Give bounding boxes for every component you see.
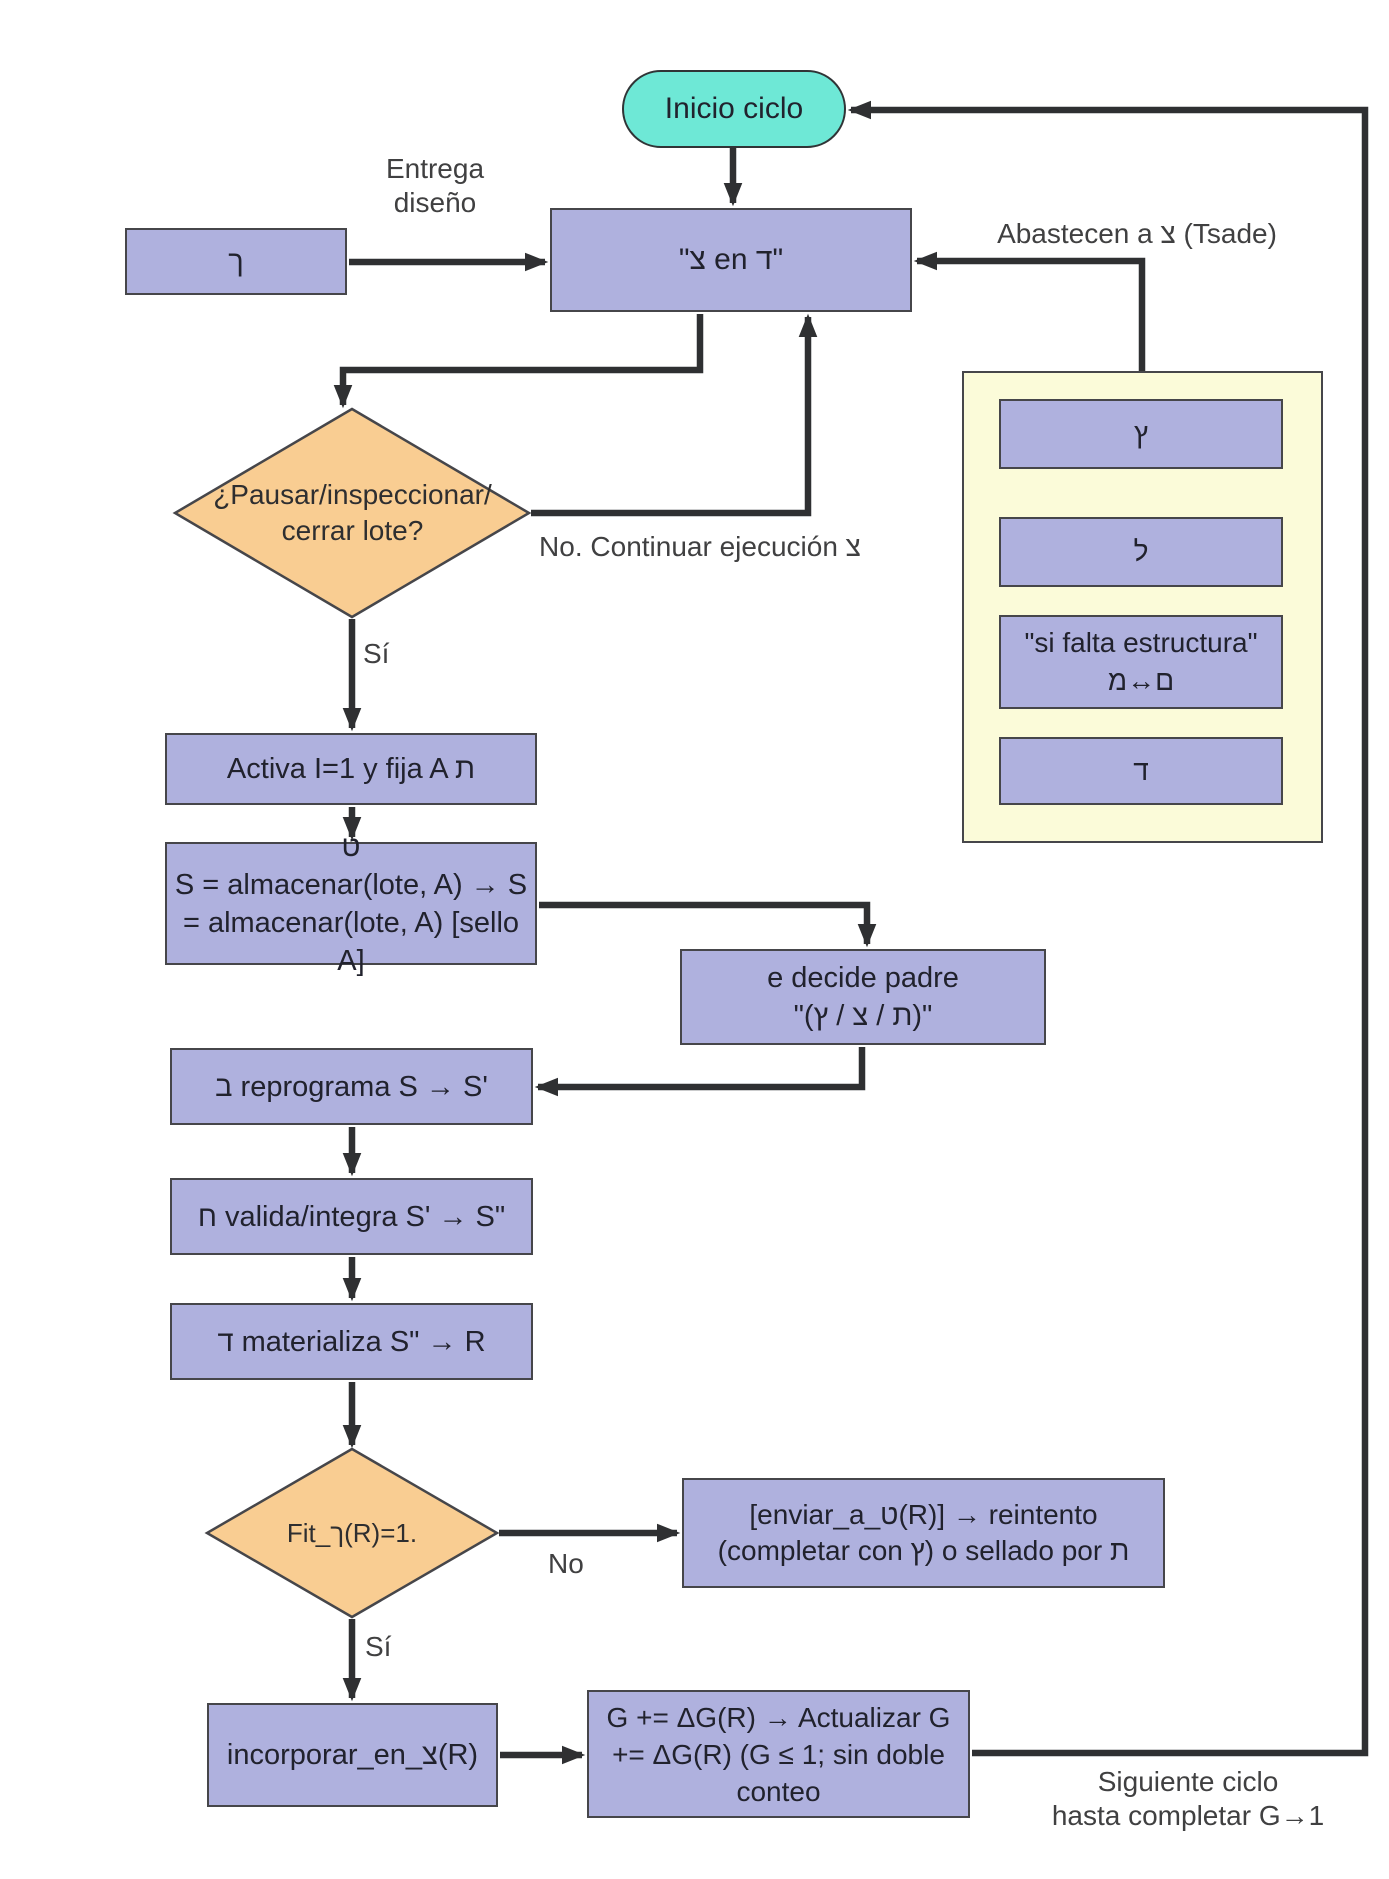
- node-incorporar: incorporar_en_צ(R): [207, 1703, 498, 1807]
- edge-decide-to-reprograma: [534, 1047, 866, 1097]
- node-actualizar-g: G += ΔG(R) → Actualizar G += ΔG(R) (G ≤ …: [587, 1690, 970, 1818]
- label-si-decision1: Sí: [363, 638, 390, 669]
- decision2-diamond: [204, 1447, 500, 1619]
- label-abastecen: Abastecen a צ (Tsade): [997, 218, 1277, 249]
- node-proceso-tsade-en-dalet: "צ en ד": [550, 208, 912, 312]
- edge-proceso-to-decision1: [333, 314, 704, 409]
- node-activa: Activa I=1 y fija A ת: [165, 733, 537, 805]
- node-valida-integra: ח valida/integra S' → S": [170, 1178, 533, 1255]
- decision1-label: ¿Pausar/inspeccionar/ cerrar lote?: [213, 479, 492, 546]
- edge-tet-to-decide: [539, 901, 877, 948]
- edge-abastecen-to-proceso: [913, 251, 1146, 373]
- node-decide-padre: e decide padre "(ת / צ / ץ)": [680, 949, 1046, 1045]
- node-reprograma: ב reprograma S → S': [170, 1048, 533, 1125]
- label-entrega-diseno: Entrega diseño: [385, 153, 485, 218]
- label-siguiente-ciclo: Siguiente ciclo hasta completar G→1: [1051, 1766, 1325, 1831]
- edge-decision1-no-return: [531, 313, 818, 517]
- node-kaf: ך: [125, 228, 347, 295]
- sidebar-item-lamed: ל: [999, 517, 1283, 587]
- node-tet-almacenar: ט S = almacenar(lote, A) → S = almacenar…: [165, 831, 537, 977]
- label-no-decision2: No: [548, 1548, 584, 1579]
- sidebar-item-final-tsadi: ץ: [999, 399, 1283, 469]
- decision1-diamond: [172, 407, 532, 619]
- node-materializa: ד materializa S" → R: [170, 1303, 533, 1380]
- label-si-decision2: Sí: [365, 1631, 392, 1662]
- decision2-label: Fit_ך(R)=1.: [286, 1517, 418, 1548]
- label-no-continuar: No. Continuar ejecución צ: [539, 531, 861, 562]
- sidebar-item-dalet: ד: [999, 737, 1283, 805]
- sidebar-item-si-falta-estructura: "si falta estructura" ם↔מ: [999, 615, 1283, 709]
- node-enviar-reintento: [enviar_a_ט(R)] → reintento (completar c…: [682, 1478, 1165, 1588]
- node-inicio-ciclo: Inicio ciclo: [622, 70, 846, 148]
- sidebar-group: ץ ל "si falta estructura" ם↔מ ד: [962, 371, 1323, 843]
- edge-gbox-to-inicio-feedback: [847, 100, 1369, 1757]
